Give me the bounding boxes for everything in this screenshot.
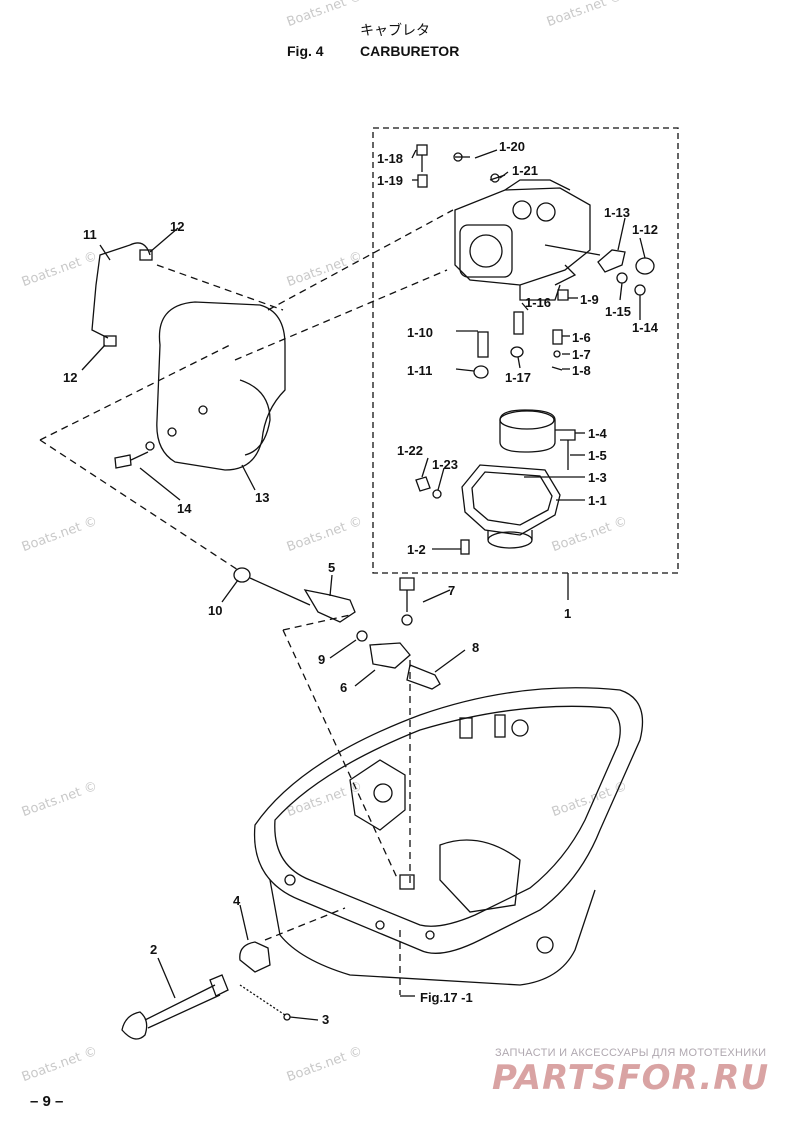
grommet-4 bbox=[239, 941, 271, 973]
japanese-title: キャブレタ bbox=[360, 23, 430, 39]
wire-bracket-11 bbox=[91, 244, 131, 339]
callout-1-19: 1-19 bbox=[377, 173, 404, 188]
callout-1-21: 1-21 bbox=[512, 163, 539, 178]
callout-1-6: 1-6 bbox=[572, 330, 591, 345]
callout-8: 8 bbox=[472, 640, 480, 655]
callout-5: 5 bbox=[328, 560, 336, 575]
callout-12-top: 12 bbox=[170, 219, 185, 234]
callout-2: 2 bbox=[150, 942, 158, 957]
bracket-6 bbox=[369, 642, 411, 669]
float-chamber-1-1 bbox=[461, 464, 561, 536]
callout-1-9: 1-9 bbox=[580, 292, 599, 307]
callout-6: 6 bbox=[340, 680, 348, 695]
callout-1-11: 1-11 bbox=[407, 363, 433, 378]
carburetor-body-drawing bbox=[454, 179, 601, 301]
shop-caption: ЗАПЧАСТИ И АКСЕССУАРЫ ДЛЯ МОТОТЕХНИКИ bbox=[495, 1047, 767, 1059]
choke-knob-2 bbox=[121, 1011, 148, 1040]
callout-1: 1 bbox=[564, 606, 572, 621]
callout-7: 7 bbox=[448, 583, 456, 598]
callout-14: 14 bbox=[177, 501, 192, 516]
callout-9: 9 bbox=[318, 652, 326, 667]
needle-1-10 bbox=[477, 331, 489, 358]
callout-1-16: 1-16 bbox=[525, 295, 552, 310]
figure-number: Fig. 4 bbox=[287, 43, 324, 59]
bolt-7 bbox=[399, 577, 415, 591]
callout-1-2: 1-2 bbox=[407, 542, 426, 557]
callout-1-3: 1-3 bbox=[588, 470, 607, 485]
carburetor-cover-13 bbox=[156, 301, 286, 471]
bottom-cowling-drawing bbox=[253, 687, 644, 986]
callout-1-23: 1-23 bbox=[432, 457, 459, 472]
callout-1-13: 1-13 bbox=[604, 205, 631, 220]
nut-1-11 bbox=[473, 365, 489, 379]
cap-1-12 bbox=[635, 257, 655, 275]
callout-1-8: 1-8 bbox=[572, 363, 591, 378]
callout-1-4: 1-4 bbox=[588, 426, 607, 441]
float-1-4 bbox=[499, 409, 556, 453]
callout-1-15: 1-15 bbox=[605, 304, 632, 319]
callout-1-22: 1-22 bbox=[397, 443, 424, 458]
lever-1-13 bbox=[597, 249, 626, 273]
callout-1-1: 1-1 bbox=[588, 493, 607, 508]
screw-1-18 bbox=[416, 144, 428, 156]
spring-1-19 bbox=[417, 174, 428, 188]
callout-fig17: Fig.17 -1 bbox=[420, 990, 473, 1005]
figure-title: CARBURETOR bbox=[360, 43, 460, 59]
callout-1-18: 1-18 bbox=[377, 151, 404, 166]
callout-11: 11 bbox=[83, 227, 97, 242]
callout-1-17: 1-17 bbox=[505, 370, 532, 385]
callout-13: 13 bbox=[255, 490, 270, 505]
callout-12-bottom: 12 bbox=[63, 370, 78, 385]
callout-1-20: 1-20 bbox=[499, 139, 526, 154]
bolt-8 bbox=[406, 664, 441, 690]
shop-logo: PARTSFOR.RU bbox=[492, 1058, 770, 1098]
callout-1-10: 1-10 bbox=[407, 325, 434, 340]
callout-1-12: 1-12 bbox=[632, 222, 659, 237]
carburetor-assembly-frame bbox=[372, 127, 679, 574]
callout-10: 10 bbox=[208, 603, 223, 618]
callout-3: 3 bbox=[322, 1012, 330, 1027]
bushing-10 bbox=[233, 567, 251, 583]
callout-4: 4 bbox=[233, 893, 241, 908]
callout-1-14: 1-14 bbox=[632, 320, 659, 335]
callout-1-7: 1-7 bbox=[572, 347, 591, 362]
page-number: – 9 – bbox=[30, 1093, 64, 1110]
callout-1-5: 1-5 bbox=[588, 448, 607, 463]
